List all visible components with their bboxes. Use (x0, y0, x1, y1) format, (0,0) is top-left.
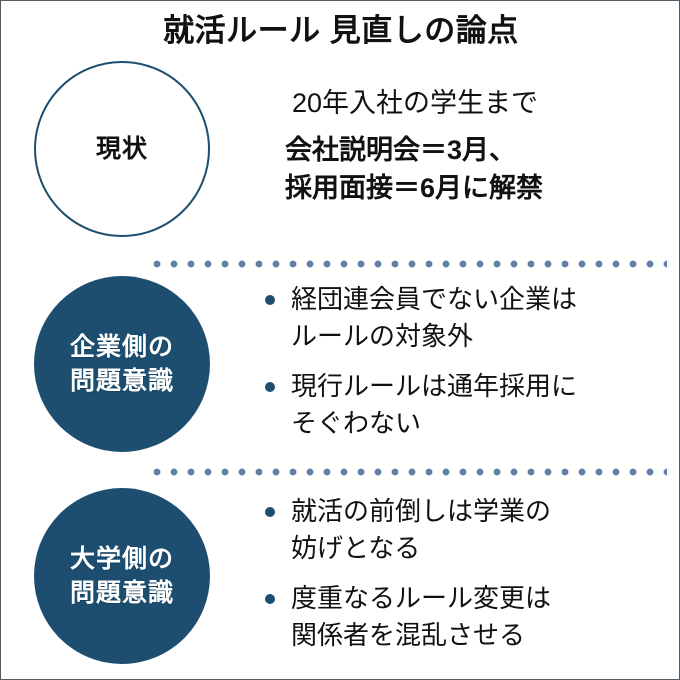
circle-university-issues: 大学側の 問題意識 (34, 488, 210, 664)
section-current-status: 現状 20年入社の学生まで 会社説明会＝3月、 採用面接＝6月に解禁 (1, 59, 679, 249)
circle-label-university-line2: 問題意識 (69, 579, 174, 607)
current-status-line-1: 20年入社の学生まで (292, 88, 539, 118)
bullet-dot-icon (265, 594, 275, 604)
current-status-line-3: 採用面接＝6月に解禁 (285, 173, 544, 203)
page-title: 就活ルール 見直しの論点 (163, 13, 519, 48)
circle-company-issues: 企業側の 問題意識 (34, 276, 210, 452)
current-status-text-block: 20年入社の学生まで 会社説明会＝3月、 採用面接＝6月に解禁 (259, 83, 671, 207)
bullet-dot-icon (265, 507, 275, 517)
university-issues-bullet-list: 就活の前倒しは学業の 妨げとなる 度重なるルール変更は 関係者を混乱させる (259, 493, 671, 654)
dotted-separator-1 (153, 260, 667, 268)
company-issues-bullet-list: 経団連会員でない企業は ルールの対象外 現行ルールは通年採用に そぐわない (259, 281, 671, 442)
bullet-dot-icon (265, 382, 275, 392)
list-item-line-2: そぐわない (291, 408, 422, 438)
section-university-issues: 大学側の 問題意識 就活の前倒しは学業の 妨げとなる 度重なるルール変更は 関係… (1, 485, 679, 671)
list-item: 現行ルールは通年採用に そぐわない (259, 368, 671, 442)
dotted-separator-2 (153, 468, 667, 476)
circle-label-current-status: 現状 (95, 135, 148, 163)
list-item-line-2: 関係者を混乱させる (291, 620, 526, 650)
circle-label-company-line1: 企業側の (69, 333, 174, 361)
list-item-line-1: 現行ルールは通年採用に (291, 371, 578, 401)
list-item-line-1: 経団連会員でない企業は (291, 284, 578, 314)
list-item-line-1: 就活の前倒しは学業の (291, 496, 552, 526)
list-item-line-2: 妨げとなる (291, 533, 421, 563)
circle-current-status: 現状 (34, 61, 210, 237)
list-item-line-1: 度重なるルール変更は (291, 583, 552, 613)
current-status-line-2: 会社説明会＝3月、 (285, 135, 517, 165)
list-item: 就活の前倒しは学業の 妨げとなる (259, 493, 671, 567)
section-company-issues: 企業側の 問題意識 経団連会員でない企業は ルールの対象外 現行ルールは通年採用… (1, 273, 679, 459)
circle-label-university-line1: 大学側の (69, 545, 174, 573)
bullet-dot-icon (265, 295, 275, 305)
list-item: 経団連会員でない企業は ルールの対象外 (259, 281, 671, 355)
spacer (259, 123, 671, 131)
list-item: 度重なるルール変更は 関係者を混乱させる (259, 580, 671, 654)
list-item-line-2: ルールの対象外 (291, 321, 474, 351)
circle-label-company-line2: 問題意識 (69, 367, 174, 395)
